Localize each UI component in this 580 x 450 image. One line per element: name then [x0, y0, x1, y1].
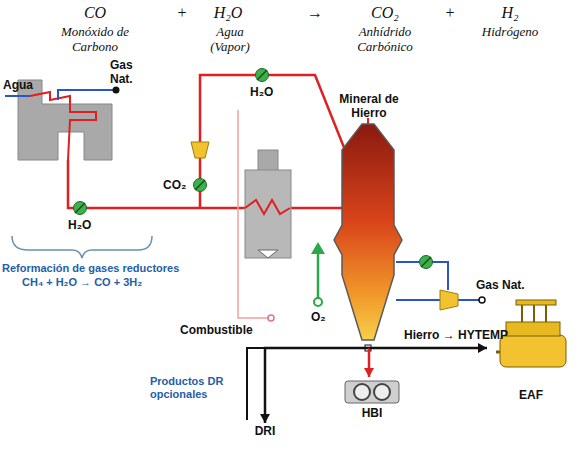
- reducing-gas-pipe-part: [68, 160, 245, 208]
- eaf-furnace-part: [496, 351, 500, 354]
- hbi-briquettes: [345, 381, 399, 403]
- hbi-briquettes-part: [345, 381, 399, 403]
- group-note: CH₄ + H₂O → CO + 3H₂: [22, 276, 142, 289]
- edge-label: Hierro → HYTEMP: [404, 328, 508, 342]
- eaf-node: EAF: [488, 298, 574, 406]
- flow-line: [369, 347, 487, 350]
- gas-heater-part: [258, 250, 278, 258]
- gas-heater-part: [258, 150, 278, 172]
- group-note: Reformación de gases reductores: [2, 262, 179, 275]
- reformer-unit-part: [113, 87, 120, 94]
- fuel-line-part: [268, 315, 274, 321]
- reformer-unit-part: [58, 90, 116, 100]
- reformer-unit-part: [18, 80, 112, 160]
- stream-label: H₂O: [250, 85, 273, 99]
- flow-arrow: [265, 348, 369, 423]
- stream-label: CO₂: [163, 178, 186, 192]
- oxygen-inlet-part: [317, 252, 320, 298]
- arrow-head: [260, 414, 270, 423]
- natural-gas-loop: [396, 262, 485, 310]
- equation-term: CO: [65, 4, 125, 22]
- fuel-line-part: [238, 110, 268, 318]
- reformer-unit-part: [5, 95, 30, 97]
- valve-symbol-part: [257, 70, 267, 80]
- product-line: [247, 348, 266, 420]
- product-line-part: [247, 348, 266, 420]
- compressor-symbol-part: [191, 142, 209, 158]
- stream-label: Gas Nat.: [110, 58, 142, 86]
- valve-symbol-part: [74, 202, 87, 215]
- chemical-name: Monóxido de Carbono: [50, 24, 140, 54]
- equation-term: +: [162, 4, 202, 22]
- stream-label: Agua: [3, 78, 33, 92]
- flow-line: [265, 348, 369, 423]
- stream-label: H₂O: [68, 218, 91, 232]
- arrow-head: [364, 368, 374, 377]
- chemical-name: Anhídrido Carbónico: [340, 24, 430, 54]
- oxygen-inlet-part: [311, 242, 325, 254]
- eaf-furnace-part: [506, 322, 560, 336]
- group-note: Productos DR opcionales: [150, 375, 236, 401]
- fuel-line: [238, 110, 274, 321]
- gas-heater: [245, 150, 291, 258]
- flow-arrow: [369, 348, 487, 349]
- valve-symbol-part: [75, 203, 85, 213]
- node-label: DRI: [250, 424, 280, 438]
- reducing-gas-pipe-part: [290, 207, 342, 210]
- reformer-bracket: [12, 236, 152, 258]
- hbi-briquettes-part: [354, 384, 370, 400]
- reducing-gas-pipe: [68, 75, 345, 208]
- stream-label: Gas Nat.: [476, 278, 525, 292]
- arrow-head: [478, 343, 487, 353]
- shaft-furnace: [334, 118, 402, 340]
- product-node: HBI: [343, 378, 401, 422]
- gas-heater-part: [245, 200, 290, 214]
- valve-symbol-part: [195, 180, 205, 190]
- product-node: DRI: [250, 424, 280, 440]
- natural-gas-loop-part: [479, 297, 485, 303]
- hbi-briquettes-part: [374, 384, 390, 400]
- valve-symbol-part: [256, 69, 269, 82]
- shaft-furnace-part: [334, 124, 402, 340]
- equation-term: +: [430, 4, 470, 22]
- chemical-name: Hidrógeno: [465, 24, 555, 39]
- natural-gas-loop-part: [458, 299, 480, 301]
- compressor-symbol: [191, 142, 209, 158]
- equation-term: H₂: [480, 4, 540, 22]
- valve-symbol-part: [194, 179, 207, 192]
- eaf-furnace-part: [516, 300, 556, 305]
- oxygen-inlet-part: [314, 298, 322, 306]
- natural-gas-loop-part: [396, 299, 440, 301]
- shaft-furnace-node: Mineral de Hierro: [334, 92, 404, 348]
- oxygen-inlet: [311, 242, 325, 306]
- stream-label: Combustible: [180, 323, 253, 337]
- reformer-unit: [5, 80, 120, 160]
- node-label: EAF: [488, 388, 574, 402]
- valve-symbol-part: [420, 256, 433, 269]
- valve-symbol-part: [421, 257, 431, 267]
- eaf-furnace-part: [500, 335, 566, 367]
- node-label: HBI: [343, 406, 401, 420]
- natural-gas-loop-part: [440, 290, 458, 310]
- stream-label: O₂: [311, 310, 326, 324]
- reformer-unit-part: [30, 92, 96, 160]
- node-label: Mineral de Hierro: [334, 92, 404, 120]
- equation-term: →: [290, 4, 340, 22]
- gas-heater-part: [245, 170, 291, 258]
- valve-symbol: [74, 69, 433, 269]
- chemical-name: Agua (Vapor): [200, 24, 260, 54]
- equation-term: CO₂: [355, 4, 415, 22]
- reformer-bracket-part: [12, 236, 152, 258]
- equation-term: H₂O: [198, 4, 258, 22]
